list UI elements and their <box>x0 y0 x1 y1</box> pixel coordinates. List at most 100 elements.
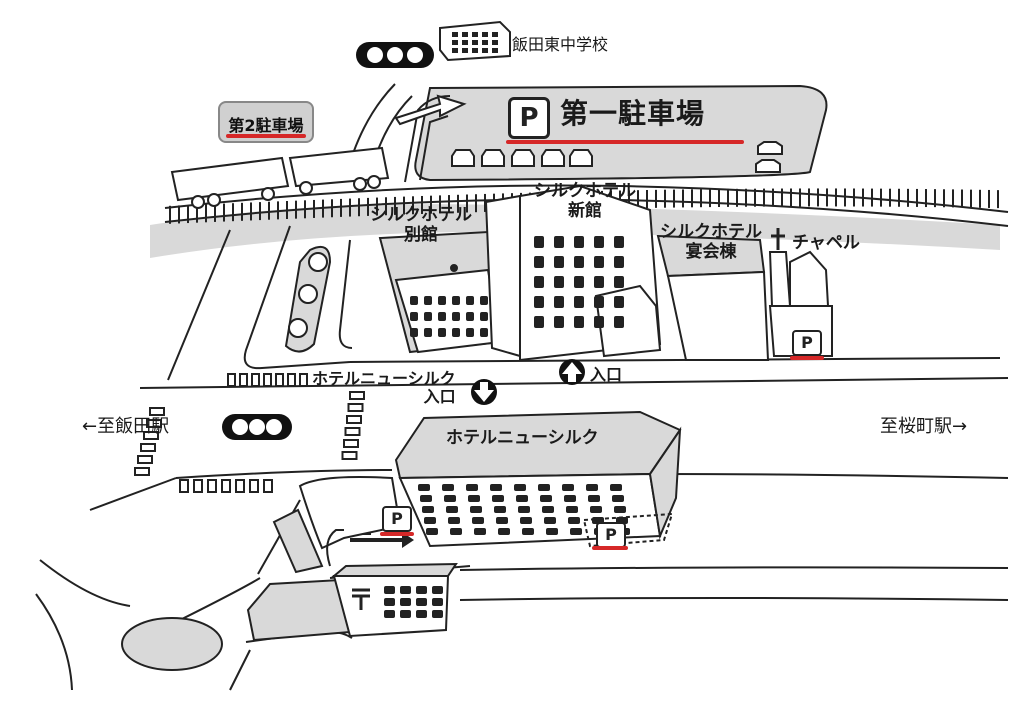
school-window <box>492 32 498 37</box>
new-wing-window <box>554 296 564 308</box>
arrow-into-parking <box>394 94 467 126</box>
crosswalk-stripe <box>137 455 153 464</box>
hotel-window <box>520 517 532 524</box>
loop-road <box>326 529 344 567</box>
hotel-window <box>586 484 598 491</box>
new-wing-window <box>554 256 564 268</box>
hotel-window <box>570 528 582 535</box>
hotel-window <box>546 528 558 535</box>
new-wing-window <box>574 236 584 248</box>
entrance-newsilk-label: ホテルニューシルク 入口 <box>312 369 456 406</box>
bus-icon <box>170 146 390 209</box>
school-window <box>482 40 488 45</box>
new-wing-window <box>554 316 564 328</box>
parking-2-underline <box>226 134 306 138</box>
service-road <box>167 225 1001 381</box>
school-window <box>472 32 478 37</box>
hotel-parking-sign-left: P <box>382 506 412 532</box>
window-grid <box>410 236 630 535</box>
annex-window <box>438 328 446 337</box>
new-wing-window <box>594 236 604 248</box>
hotel-window <box>448 517 460 524</box>
annex-window <box>424 328 432 337</box>
hotel-window <box>492 495 504 502</box>
banquet-building <box>656 234 770 361</box>
hotel-window <box>446 506 458 513</box>
traffic-light-icon <box>356 42 434 68</box>
car-icon <box>481 149 505 167</box>
new-wing-window <box>574 296 584 308</box>
gray-parcel <box>246 578 352 642</box>
new-wing-window <box>534 236 544 248</box>
parking-1-underline <box>506 140 744 144</box>
crosswalk-stripe <box>349 391 365 400</box>
crosswalk-stripe <box>227 373 236 387</box>
annex-window <box>438 296 446 305</box>
crosswalk-stripe <box>249 479 259 493</box>
crosswalk-stripe <box>140 443 156 452</box>
new-wing-window <box>614 236 624 248</box>
school-window <box>472 48 478 53</box>
school-label: 飯田東中学校 <box>512 35 609 54</box>
new-wing-window <box>574 256 584 268</box>
new-wing-window <box>554 276 564 288</box>
post-window <box>416 610 427 618</box>
crosswalk-stripe <box>235 479 245 493</box>
crosswalk-stripe <box>299 373 308 387</box>
school-window <box>452 48 458 53</box>
new-wing-window <box>534 256 544 268</box>
new-wing-window <box>614 256 624 268</box>
crosswalk-stripe <box>251 373 260 387</box>
post-window <box>432 586 443 594</box>
hotel-window <box>610 484 622 491</box>
hotel-window <box>542 506 554 513</box>
tree-icon <box>288 252 328 338</box>
hotel-window <box>514 484 526 491</box>
post-window <box>400 598 411 606</box>
new-wing-window <box>554 236 564 248</box>
hotel-window <box>538 484 550 491</box>
school-window <box>492 48 498 53</box>
car-icon <box>757 141 783 155</box>
hotel-window <box>472 517 484 524</box>
crosswalk-stripe <box>239 373 248 387</box>
hotel-window <box>566 506 578 513</box>
crosswalk-stripe <box>275 373 284 387</box>
crosswalk-stripe <box>179 479 189 493</box>
crosswalk-stripe <box>343 439 359 448</box>
post-window <box>384 598 395 606</box>
chapel-parking-underline <box>790 356 824 360</box>
hotel-window <box>516 495 528 502</box>
post-window <box>400 610 411 618</box>
new-wing-window <box>534 296 544 308</box>
hotel-window <box>564 495 576 502</box>
annex-label: シルクホテル 別館 <box>370 205 472 245</box>
hotel-window <box>424 517 436 524</box>
annex-window <box>466 312 474 321</box>
to-sakuramachi-label: 至桜町駅→ <box>880 416 968 437</box>
new-wing-window <box>574 316 584 328</box>
hotel-window <box>518 506 530 513</box>
chapel-parking-sign: P <box>792 330 822 356</box>
hotel-window <box>470 506 482 513</box>
hotel-window <box>474 528 486 535</box>
hotel-window <box>490 484 502 491</box>
roundabout <box>121 617 223 671</box>
new-wing-window <box>594 276 604 288</box>
annex-window <box>410 296 418 305</box>
car-icon <box>511 149 535 167</box>
arrow-up-icon <box>559 359 585 385</box>
school-window <box>482 32 488 37</box>
hotel-window <box>444 495 456 502</box>
crosswalk-stripe <box>347 403 364 412</box>
annex-window <box>452 312 460 321</box>
hotel-window <box>540 495 552 502</box>
crosswalk-stripe <box>263 479 273 493</box>
traffic-light-icon <box>222 414 292 440</box>
parking-2-label: 第2駐車場 <box>228 116 304 135</box>
hotel-parking-underline-left <box>380 532 414 536</box>
new-wing-window <box>574 276 584 288</box>
hotel-window <box>496 517 508 524</box>
new-wing-label: シルクホテル 新館 <box>534 181 636 221</box>
school-window <box>492 40 498 45</box>
